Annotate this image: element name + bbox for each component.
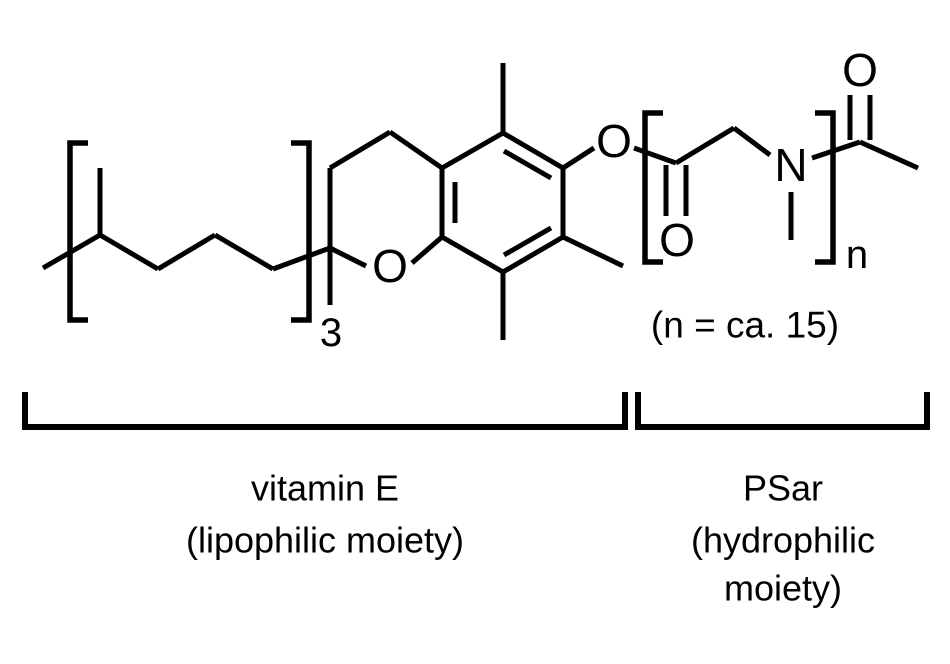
benzene-inner-double-bond-bottom <box>502 225 553 258</box>
psar-descriptor-line-1: (hydrophilic <box>691 520 875 561</box>
psar-descriptor-line-2: moiety) <box>724 568 842 609</box>
phytyl-repeat-subscript: 3 <box>320 311 342 355</box>
phytyl-close-bracket <box>291 140 312 323</box>
phytyl-open-bracket <box>67 140 88 323</box>
aryl-ester-oxygen-bond <box>561 145 596 171</box>
nitrogen-next-carbonyl-bond <box>811 139 861 161</box>
psar-moiety-label: PSar (hydrophilic moiety) <box>691 468 875 609</box>
sarcosine-repeat-subscript: n <box>846 233 868 277</box>
vitamin-e-moiety-label: vitamin E (lipophilic moiety) <box>186 468 464 561</box>
degree-of-polymerization-note: (n = ca. 15) <box>651 305 839 346</box>
acetyl-carbonyl-oxygen-label: O <box>842 44 878 96</box>
ester-oxygen-label: O <box>596 115 632 167</box>
benzene-bond-c7-c8 <box>501 234 565 275</box>
ester-oxygen-carbonyl-bond <box>633 145 677 166</box>
benzene-bond-c5-c6 <box>501 130 565 171</box>
vitamin-e-name: vitamin E <box>251 468 399 509</box>
carbonyl-methylene-bond <box>674 125 736 166</box>
benzene-bond-c8-c8a <box>440 234 505 275</box>
pyran-ring-oxygen-label: O <box>372 240 408 292</box>
phytyl-tail-group: 3 <box>41 140 342 355</box>
pyran-c2-o-bond <box>328 245 368 269</box>
pyran-c8a-o-bond <box>410 235 444 265</box>
phytyl-chain-bond-2 <box>156 232 217 272</box>
benzene-inner-double-bond-top <box>502 148 553 181</box>
vitamin-e-span-bracket <box>22 392 628 430</box>
phytyl-chain-bond-3 <box>213 232 275 272</box>
sarcosine-close-bracket <box>815 110 836 265</box>
acetyl-endcap-group: O <box>842 44 920 171</box>
phytyl-chain-bond-4 <box>272 245 331 272</box>
ester-carbonyl-oxygen-label: O <box>659 214 695 266</box>
chroman-pyran-ring-group: O <box>327 129 444 305</box>
phytyl-chain-bond-1 <box>98 232 160 272</box>
moiety-brackets-group <box>22 392 930 430</box>
benzene-bond-c4a-c5 <box>440 130 505 171</box>
benzene-ring-group <box>439 63 625 340</box>
sarcosine-repeat-group: O N n <box>642 110 868 277</box>
ester-linkage-group: O <box>561 115 677 171</box>
psar-span-bracket <box>635 392 930 430</box>
aryl-methyl-c7-bond <box>561 234 625 269</box>
methylene-nitrogen-bond <box>732 126 772 157</box>
sarcosine-open-bracket <box>642 110 663 265</box>
pyran-c4-c4a-bond <box>388 129 444 171</box>
psar-name: PSar <box>743 468 823 509</box>
acetyl-terminal-methyl-bond <box>858 139 920 171</box>
vitamin-e-descriptor: (lipophilic moiety) <box>186 520 464 561</box>
amide-nitrogen-label: N <box>774 139 807 191</box>
pyran-c3-c4-bond <box>328 129 392 171</box>
